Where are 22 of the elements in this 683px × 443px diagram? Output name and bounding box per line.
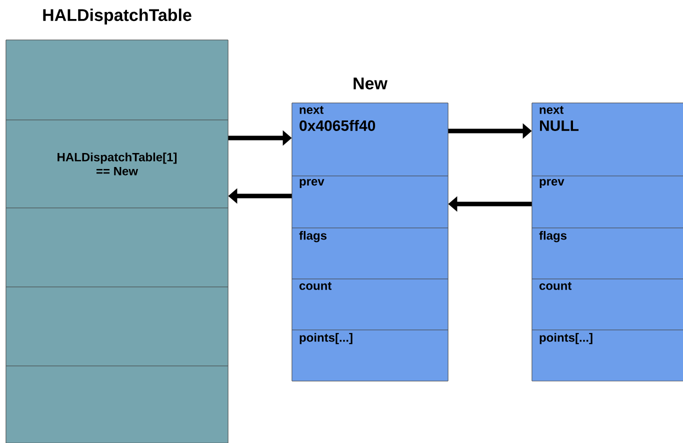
table-heading: New: [354, 78, 388, 90]
struct-field: points[...]: [532, 330, 683, 382]
table-cell: [6, 366, 228, 443]
struct-field: count: [292, 278, 448, 330]
struct-field: next 0x4065ff40: [292, 102, 448, 176]
node-label: next: [540, 106, 564, 114]
table-heading: HALDispatchTable: [43, 8, 192, 24]
struct-field: next NULL: [532, 102, 683, 176]
table-cell: HALDispatchTable[1] == New: [6, 120, 228, 208]
table-cell: [6, 208, 228, 288]
struct-field: prev: [292, 176, 448, 228]
table-cell: [6, 40, 228, 120]
struct-field: flags: [532, 228, 683, 280]
table-cell: [6, 286, 228, 366]
node-label: NULL: [540, 120, 579, 131]
node-label: prev: [540, 178, 564, 188]
struct-field: points[...]: [292, 330, 448, 382]
struct-field: count: [532, 278, 683, 330]
struct-field: prev: [532, 176, 683, 228]
node-label: flags: [539, 231, 567, 242]
node-label: count: [539, 282, 572, 290]
struct-field: flags: [292, 228, 448, 280]
